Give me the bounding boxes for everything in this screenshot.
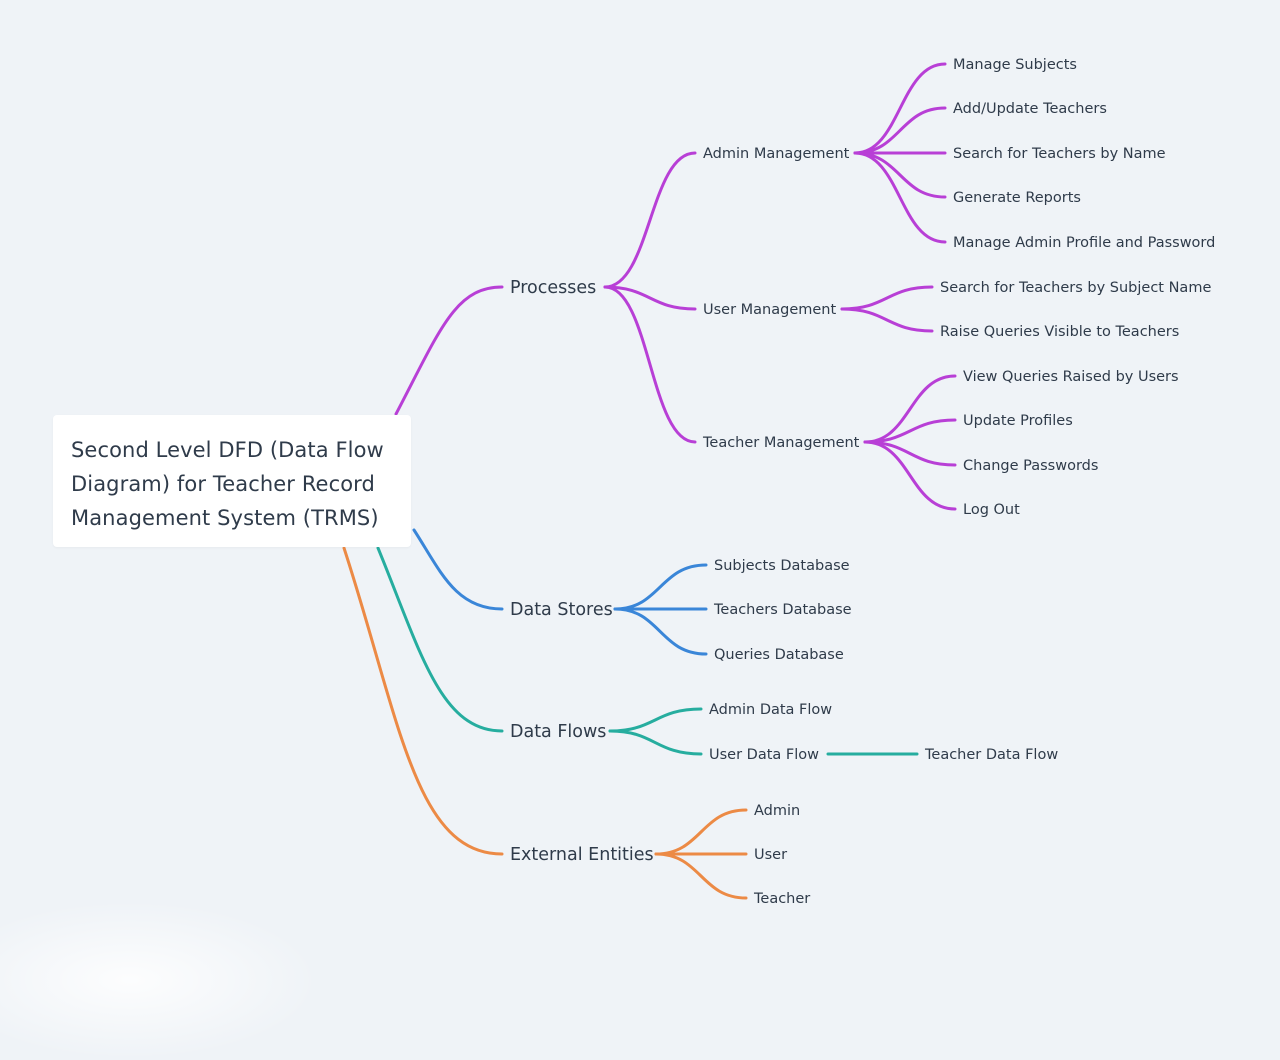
node-teacher-management[interactable]: Teacher Management [702, 435, 860, 451]
node-data-flows[interactable]: Data Flows [510, 722, 606, 742]
edge-admin-manage-subjects [853, 62, 947, 155]
root-title: Second Level DFD (Data Flow Diagram) for… [71, 438, 384, 530]
node-view-queries[interactable]: View Queries Raised by Users [963, 369, 1179, 385]
node-change-passwords[interactable]: Change Passwords [963, 458, 1098, 474]
node-user-data-flow[interactable]: User Data Flow [709, 747, 819, 763]
node-teacher-data-flow[interactable]: Teacher Data Flow [924, 747, 1058, 763]
edge-root-data-stores [412, 528, 504, 611]
edge-user-raise-queries [840, 307, 934, 333]
node-data-stores[interactable]: Data Stores [510, 600, 613, 620]
node-admin-data-flow[interactable]: Admin Data Flow [709, 702, 832, 718]
node-update-profiles[interactable]: Update Profiles [963, 413, 1073, 429]
edge-admin-reports [853, 151, 947, 199]
node-add-update-teachers[interactable]: Add/Update Teachers [953, 101, 1107, 117]
edge-processes-teacher [603, 285, 697, 444]
node-entity-admin[interactable]: Admin [754, 803, 800, 819]
node-manage-admin-profile[interactable]: Manage Admin Profile and Password [953, 235, 1215, 251]
edge-root-external-entities [342, 546, 504, 856]
edge-processes-admin [603, 151, 697, 289]
edge-teacher-view-queries [863, 374, 957, 444]
mind-map-canvas: Processes Data Stores Data Flows Externa… [342, 57, 1215, 907]
node-admin-management[interactable]: Admin Management [703, 146, 850, 162]
node-generate-reports[interactable]: Generate Reports [953, 190, 1081, 206]
node-raise-queries[interactable]: Raise Queries Visible to Teachers [940, 324, 1179, 340]
edge-flows-admin [608, 707, 703, 733]
edge-teacher-logout [863, 440, 957, 511]
edge-entities-teacher [654, 852, 748, 900]
edge-stores-subjects [613, 563, 708, 611]
node-external-entities[interactable]: External Entities [510, 845, 654, 865]
node-user-management[interactable]: User Management [703, 302, 836, 318]
edge-processes-user [603, 285, 697, 311]
node-manage-subjects[interactable]: Manage Subjects [953, 57, 1077, 73]
edge-entities-admin [654, 808, 748, 856]
edge-stores-queries [613, 607, 708, 656]
edge-root-data-flows [376, 546, 504, 733]
edge-user-search-subject [840, 285, 934, 311]
node-queries-database[interactable]: Queries Database [714, 647, 844, 663]
node-subjects-database[interactable]: Subjects Database [714, 558, 850, 574]
edge-flows-user [608, 729, 703, 756]
node-entity-user[interactable]: User [754, 847, 787, 863]
edge-admin-profile [853, 151, 947, 244]
edge-root-processes [394, 285, 504, 416]
node-entity-teacher[interactable]: Teacher [753, 891, 810, 907]
root-node[interactable]: Second Level DFD (Data Flow Diagram) for… [53, 415, 411, 547]
edge-admin-add-update [853, 106, 947, 155]
node-processes[interactable]: Processes [510, 278, 596, 298]
node-search-teachers-subject[interactable]: Search for Teachers by Subject Name [940, 280, 1211, 296]
node-log-out[interactable]: Log Out [963, 502, 1020, 518]
node-search-teachers-name[interactable]: Search for Teachers by Name [953, 146, 1166, 162]
node-teachers-database[interactable]: Teachers Database [713, 602, 852, 618]
